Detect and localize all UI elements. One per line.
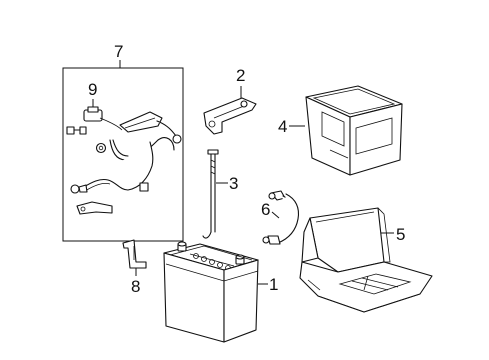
callout-9[interactable]: 9 (88, 80, 97, 99)
callout-5[interactable]: 5 (396, 225, 405, 244)
battery-group: 1 (163, 241, 278, 343)
cable-assembly-group: 7 9 (62, 42, 184, 242)
bolt-part (66, 126, 87, 135)
battery-tray-part (299, 207, 433, 313)
hold-down-bracket-group: 2 (203, 66, 257, 135)
callout-2[interactable]: 2 (236, 66, 245, 85)
callout-3[interactable]: 3 (229, 174, 238, 193)
callout-1[interactable]: 1 (269, 275, 278, 294)
main-cable-part (81, 137, 175, 192)
cable-bracket-part (76, 201, 113, 215)
battery-cover-group: 4 (278, 85, 403, 176)
callout-7[interactable]: 7 (114, 42, 123, 61)
mounting-bracket-group: 8 (122, 239, 147, 296)
hold-down-bolt-group: 3 (202, 149, 238, 239)
cable-assembly-box (62, 67, 184, 242)
battery-cover-part (305, 85, 403, 176)
callout-6[interactable]: 6 (261, 200, 270, 219)
hold-down-bolt-part (202, 149, 219, 239)
callout-4[interactable]: 4 (278, 117, 287, 136)
mounting-bracket-part (122, 239, 147, 269)
battery-part (163, 241, 259, 343)
callout-8[interactable]: 8 (131, 277, 140, 296)
terminal-clamp-part (83, 106, 103, 122)
ground-cable-group: 6 (261, 190, 300, 245)
ground-cable-part (262, 190, 300, 245)
ring-terminal-part (70, 184, 88, 194)
nut-part (95, 142, 107, 154)
positive-cable-part (99, 111, 182, 144)
hold-down-bracket-part (203, 97, 257, 135)
battery-tray-group: 5 (299, 207, 433, 313)
clip-part (139, 182, 149, 192)
